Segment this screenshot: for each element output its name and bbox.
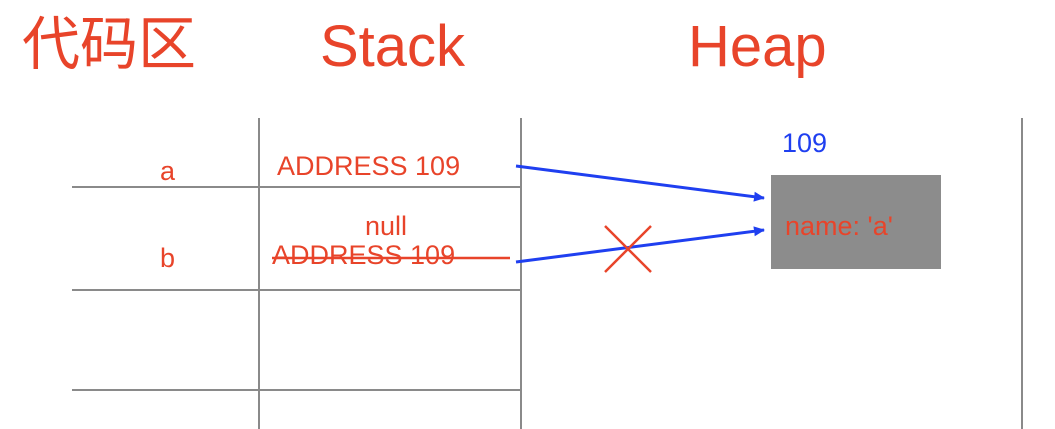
heap-object-content: name: 'a' <box>785 211 893 241</box>
code-area-header: 代码区 <box>22 12 197 77</box>
variable-a: a <box>160 156 176 186</box>
stack-old-value-b: ADDRESS 109 <box>272 240 456 270</box>
pointer-arrow-a <box>515 164 765 202</box>
stack-new-value-b: null <box>365 211 408 241</box>
stack-value-a: ADDRESS 109 <box>277 151 461 181</box>
cross-mark-stroke-2 <box>604 225 652 273</box>
heap-header: Heap <box>688 14 827 79</box>
heap-object-box: name: 'a' <box>771 175 941 269</box>
variable-b: b <box>160 243 176 273</box>
pointer-arrow-b <box>515 226 765 264</box>
stack-header: Stack <box>320 14 466 79</box>
heap-address-label: 109 <box>782 128 828 158</box>
